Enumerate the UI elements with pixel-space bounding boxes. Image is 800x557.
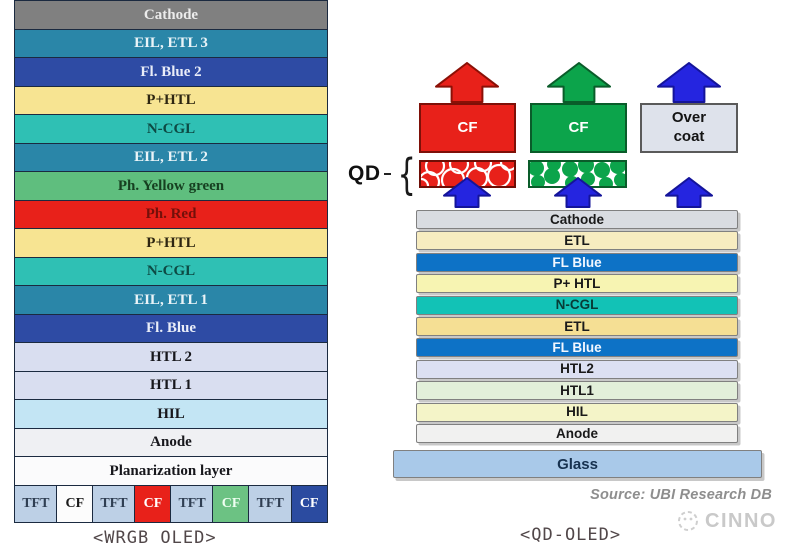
- substrate-cell-4-tft: TFT: [170, 484, 214, 523]
- substrate-cell-3-cf: CF: [134, 484, 172, 523]
- wrgb-layer-ph-red: Ph. Red: [14, 199, 328, 230]
- wrgb-layer-eil-etl-3: EIL, ETL 3: [14, 28, 328, 59]
- blue-emission-arrow: [657, 62, 721, 108]
- wrgb-layer-htl-2: HTL 2: [14, 342, 328, 372]
- wrgb-layer-hil: HIL: [14, 399, 328, 429]
- green-emission-arrow: [547, 62, 611, 108]
- qdoled-layer-2-fl-blue: FL Blue: [416, 252, 738, 272]
- wrgb-layer-n-cgl: N-CGL: [14, 114, 328, 144]
- qd-oled-caption: <QD-OLED>: [520, 525, 622, 545]
- qdoled-layer-5-etl: ETL: [416, 316, 738, 336]
- glass-substrate: Glass: [393, 450, 762, 478]
- substrate-cell-7-cf: CF: [290, 484, 328, 523]
- qdoled-layer-9-hil: HIL: [416, 402, 738, 422]
- substrate-cell-5-cf: CF: [212, 484, 250, 523]
- wrgb-oled-caption: <WRGB OLED>: [93, 528, 217, 548]
- wrgb-layer-eil-etl-1: EIL, ETL 1: [14, 285, 328, 315]
- qd-callout: QD {: [348, 153, 421, 195]
- substrate-cell-1-cf: CF: [56, 484, 94, 523]
- red-emission-arrow: [435, 62, 499, 108]
- qdoled-layer-3-p-htl: P+ HTL: [416, 274, 738, 294]
- qdoled-layer-10-anode: Anode: [416, 423, 738, 443]
- substrate-cell-0-tft: TFT: [14, 484, 58, 523]
- qdoled-layer-8-htl1: HTL1: [416, 381, 738, 401]
- wrgb-layer-cathode: Cathode: [14, 0, 328, 30]
- substrate-cell-2-tft: TFT: [92, 484, 136, 523]
- wrgb-layer-eil-etl-2: EIL, ETL 2: [14, 142, 328, 173]
- cinno-logo-icon: [678, 511, 698, 531]
- wrgb-layer-fl-blue: Fl. Blue: [14, 313, 328, 344]
- wrgb-layer-fl-blue-2: Fl. Blue 2: [14, 57, 328, 87]
- qdoled-layer-7-htl2: HTL2: [416, 359, 738, 379]
- qd-brace: {: [397, 148, 416, 199]
- wrgb-layer-planarization-layer: Planarization layer: [14, 456, 328, 486]
- qdoled-layer-1-etl: ETL: [416, 231, 738, 251]
- red-color-filter: CF: [419, 103, 516, 153]
- qdoled-layer-0-cathode: Cathode: [416, 210, 738, 229]
- blue-light-arrow-1: [443, 177, 491, 213]
- wrgb-layer-p-htl: P+HTL: [14, 228, 328, 258]
- wrgb-layer-htl-1: HTL 1: [14, 370, 328, 401]
- substrate-cell-6-tft: TFT: [248, 484, 293, 523]
- wrgb-layer-anode: Anode: [14, 427, 328, 458]
- qd-connector-line: [383, 173, 391, 175]
- over-coat: Over coat: [640, 103, 738, 153]
- wrgb-layer-ph-yellow-green: Ph. Yellow green: [14, 171, 328, 201]
- cinno-logo: CINNO: [676, 509, 777, 533]
- blue-light-arrow-3: [665, 177, 713, 213]
- cinno-logo-text: CINNO: [705, 509, 777, 532]
- qdoled-layer-4-n-cgl: N-CGL: [416, 295, 738, 315]
- qdoled-layer-6-fl-blue: FL Blue: [416, 338, 738, 358]
- source-credit: Source: UBI Research DB: [590, 487, 772, 503]
- green-color-filter: CF: [530, 103, 627, 153]
- qd-label: QD: [348, 162, 381, 185]
- wrgb-layer-p-htl: P+HTL: [14, 85, 328, 116]
- wrgb-layer-n-cgl: N-CGL: [14, 256, 328, 287]
- blue-light-arrow-2: [554, 177, 602, 213]
